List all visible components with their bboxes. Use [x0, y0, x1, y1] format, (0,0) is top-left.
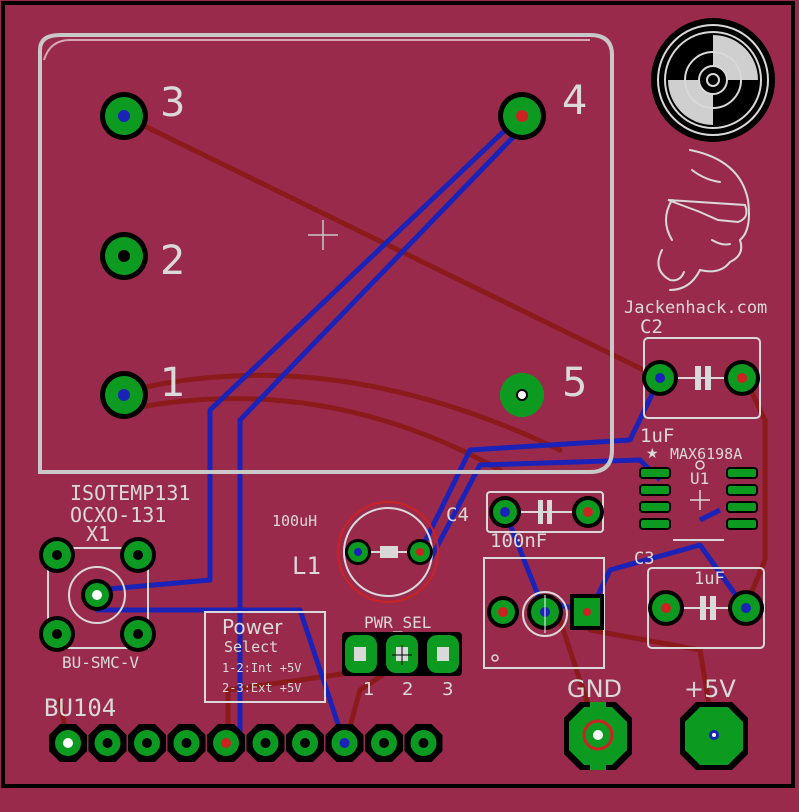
- bu104-label: BU104: [44, 694, 116, 722]
- trace-pin1-arc: [121, 372, 563, 453]
- ic-ref: U1: [690, 469, 709, 488]
- gnd-label: GND: [567, 675, 622, 703]
- ic-u1: [639, 460, 758, 541]
- osc-pad-5: [500, 373, 544, 417]
- regulator-package: [483, 557, 605, 669]
- c2-label: C2: [640, 316, 663, 338]
- inductor-l1: [337, 501, 439, 603]
- ic-name: MAX6198A: [670, 445, 742, 463]
- capacitor-c2: [642, 337, 761, 419]
- header-pad-5: [207, 724, 245, 762]
- trace-pin4-a: [96, 114, 522, 593]
- plus5v-terminal: [680, 702, 748, 770]
- power-option-2: 2-3:Ext +5V: [222, 681, 301, 695]
- header-pad-8: [325, 724, 364, 762]
- oscillator-footprint: [38, 33, 614, 474]
- fiducial-target-logo: [651, 18, 775, 142]
- osc-pad-2: [100, 232, 148, 280]
- header-pad-9: [365, 724, 403, 762]
- pwr-sel-label: PWR_SEL: [364, 613, 431, 632]
- capacitor-c3: [647, 567, 765, 649]
- pwr-sel-pin3: 3: [442, 679, 453, 700]
- gnd-terminal: [564, 702, 632, 770]
- osc-pad-1: [100, 371, 148, 419]
- osc-pad-4: [498, 92, 546, 140]
- osc-value-label: OCXO-131: [70, 503, 166, 527]
- osc-pin3-label: 3: [160, 80, 185, 126]
- c4-label: C4: [446, 504, 469, 526]
- trace-pin4-b: [237, 128, 522, 745]
- plus5v-label: +5V: [684, 675, 736, 703]
- c4-value: 100nF: [490, 530, 547, 552]
- osc-pin1-label: 1: [160, 360, 185, 406]
- osc-pin4-label: 4: [562, 78, 587, 124]
- l1-value: 100uH: [272, 512, 317, 530]
- power-subtitle: Select: [224, 638, 278, 656]
- header-pad-2: [88, 724, 127, 762]
- osc-pad-3: [100, 92, 148, 140]
- trace-pin3-to-c2: [121, 113, 663, 381]
- osc-pin2-label: 2: [160, 238, 185, 284]
- power-option-1: 1-2:Int +5V: [222, 661, 301, 675]
- osc-pin5-label: 5: [562, 360, 587, 406]
- header-pad-6: [246, 724, 285, 762]
- header-pad-10: [404, 724, 443, 762]
- trace-pin1-lower: [121, 396, 503, 473]
- x1-value: BU-SMC-V: [62, 653, 139, 672]
- power-title: Power: [222, 615, 283, 639]
- pwr-sel-pin2: 2: [402, 679, 413, 700]
- c3-label: C3: [634, 549, 654, 569]
- smc-connector-x1: [39, 537, 156, 652]
- osc-name-label: ISOTEMP131: [70, 481, 190, 505]
- face-sketch-logo: [657, 149, 750, 291]
- c2-value: 1uF: [640, 425, 674, 447]
- trace-r-side: [742, 375, 768, 611]
- power-select-legend: [204, 611, 326, 703]
- x1-label: X1: [86, 522, 110, 546]
- bu104-header: [49, 724, 443, 762]
- header-pad-7: [286, 724, 324, 762]
- website-label: Jackenhack.com: [624, 298, 767, 318]
- oscillator-pads: [100, 92, 546, 419]
- pwr-sel-jumper: [342, 632, 462, 676]
- c3-value: 1uF: [694, 569, 725, 589]
- trace-c3: [587, 542, 748, 614]
- capacitor-c4: [486, 491, 604, 533]
- header-pad-4: [167, 724, 206, 762]
- ic-marker: ★: [646, 446, 659, 462]
- header-pad-3: [128, 724, 166, 762]
- trace-u1-right: [698, 507, 722, 523]
- header-pad-1: [49, 724, 87, 762]
- pwr-sel-pin1: 1: [363, 679, 374, 700]
- board-outline: [1, 1, 795, 788]
- l1-label: L1: [292, 552, 321, 580]
